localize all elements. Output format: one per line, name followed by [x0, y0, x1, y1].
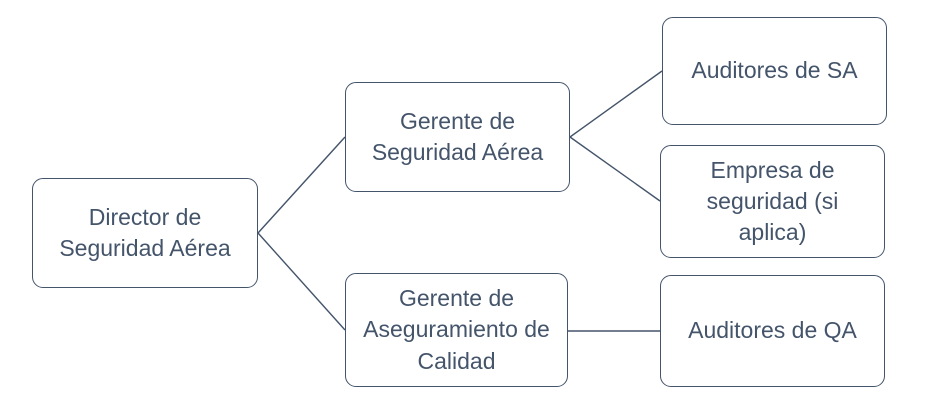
connector-gerente-sa-auditores-sa — [569, 70, 663, 138]
connector-gerente-sa-empresa — [569, 136, 661, 202]
org-node-empresa-seguridad: Empresa de seguridad (si aplica) — [660, 145, 885, 258]
org-node-auditores-qa-label: Auditores de QA — [688, 317, 857, 344]
connector-director-gerente-qa — [257, 232, 346, 331]
org-node-gerente-aseguramiento-calidad: Gerente de Aseguramiento de Calidad — [345, 273, 568, 387]
org-node-auditores-qa: Auditores de QA — [660, 275, 885, 387]
org-node-auditores-sa-label: Auditores de SA — [691, 57, 858, 84]
org-node-gerente-seguridad-aerea: Gerente de Seguridad Aérea — [345, 82, 570, 192]
org-node-empresa-seguridad-label: Empresa de seguridad (si aplica) — [706, 156, 839, 246]
org-node-auditores-sa: Auditores de SA — [662, 17, 887, 125]
connector-director-gerente-sa — [257, 136, 346, 234]
org-node-gerente-seguridad-aerea-label: Gerente de Seguridad Aérea — [371, 107, 544, 165]
org-node-director: Director de Seguridad Aérea — [32, 178, 258, 288]
org-node-director-label: Director de Seguridad Aérea — [59, 203, 231, 261]
org-node-gerente-aseguramiento-calidad-label: Gerente de Aseguramiento de Calidad — [363, 285, 550, 374]
